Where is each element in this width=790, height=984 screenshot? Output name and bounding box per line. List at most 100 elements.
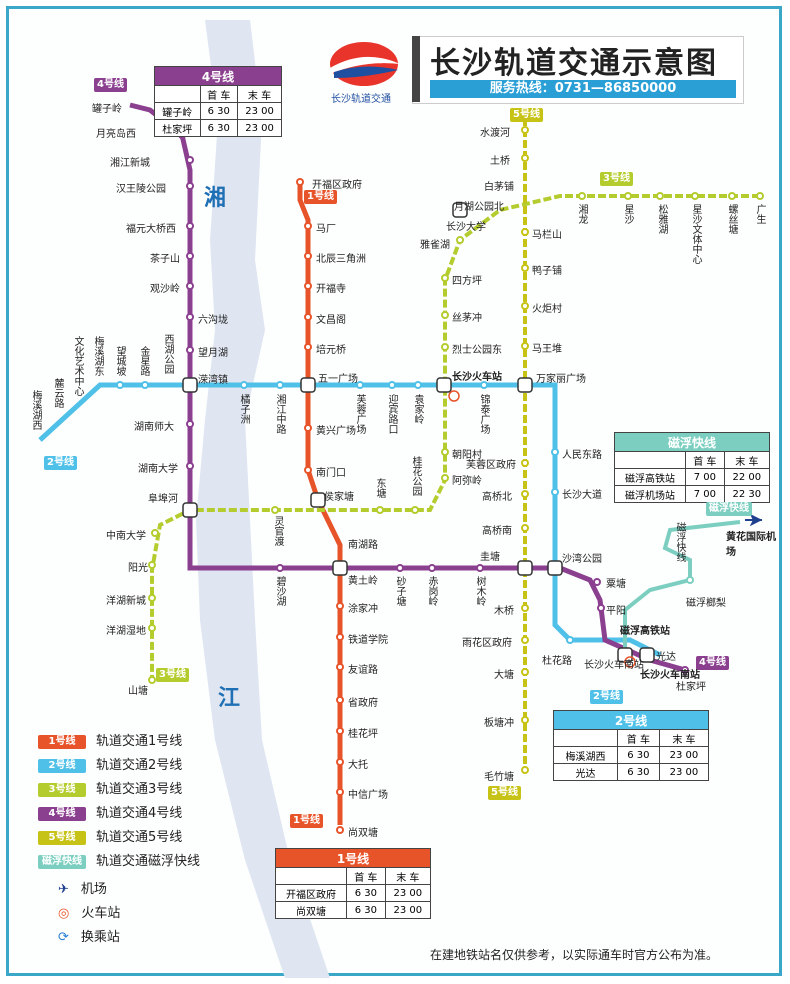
tt2-r0-last: 23 00	[658, 746, 710, 764]
river-char-jiang: 江	[218, 686, 241, 711]
station-label: 广生	[754, 204, 765, 224]
legend-label: 火车站	[81, 906, 121, 921]
station-label: 长沙大学	[446, 222, 486, 233]
river-char-xiang: 湘	[204, 186, 227, 211]
station-label: 金星路	[138, 346, 149, 376]
station-label: 火炬村	[532, 304, 562, 315]
timetable-line4-title: 4号线	[154, 66, 282, 86]
legend: 1号线轨道交通1号线 2号线轨道交通2号线 3号线轨道交通3号线 4号线轨道交通…	[38, 718, 238, 948]
timetable-line1-title: 1号线	[275, 848, 431, 868]
station-label: 长沙火车南站	[640, 670, 700, 681]
station-label: 星沙文体中心	[690, 204, 701, 264]
tt4-r1-station: 杜家坪	[154, 119, 201, 137]
line4-badge-east: 4号线	[696, 656, 729, 670]
tt2-r0-first: 6 30	[616, 746, 660, 764]
station-label: 西湖公园	[162, 334, 173, 374]
station-label: 鸭子铺	[532, 266, 562, 277]
legend-label: 轨道交通磁浮快线	[96, 854, 201, 869]
tt4-head-last: 末 车	[237, 85, 282, 103]
legend-label: 轨道交通2号线	[96, 758, 183, 773]
station-label: 南湖路	[348, 540, 378, 551]
legend-row: ◎火车站	[58, 902, 120, 924]
legend-row: 3号线轨道交通3号线	[38, 778, 182, 800]
tt2-r0-station: 梅溪湖西	[553, 746, 618, 764]
station-label: 中南大学	[106, 531, 146, 542]
legend-row: ⟳换乘站	[58, 926, 120, 948]
station-label: 水渡河	[480, 128, 510, 139]
station-label: 桂花公园	[410, 456, 421, 496]
ttm-r1-station: 磁浮机场站	[614, 485, 686, 503]
station-label: 开福寺	[316, 284, 346, 295]
station-label: 长沙大道	[562, 490, 602, 501]
legend-label: 轨道交通3号线	[96, 782, 183, 797]
station-label: 马王堆	[532, 344, 562, 355]
station-label: 平阳	[606, 606, 626, 617]
tt1-head-first: 首 车	[345, 867, 386, 885]
station-label: 圭塘	[480, 552, 500, 563]
station-label: 省政府	[348, 698, 378, 709]
station-label: 丝茅冲	[452, 313, 482, 324]
interchange-markers	[182, 202, 655, 663]
ttm-r0-station: 磁浮高铁站	[614, 468, 686, 486]
station-label: 灵官渡	[272, 516, 283, 546]
station-label: 高桥北	[482, 492, 512, 503]
legend-label: 轨道交通1号线	[96, 734, 183, 749]
station-label: 木桥	[494, 606, 514, 617]
station-label: 锦泰广场	[478, 394, 489, 434]
station-label: 汉王陵公园	[116, 184, 166, 195]
legend-swatch: 5号线	[38, 830, 86, 845]
airport-marker	[745, 513, 763, 527]
station-label: 人民东路	[562, 450, 602, 461]
maglev-badge: 磁浮快线	[706, 502, 752, 516]
tt1-r0-station: 开福区政府	[275, 884, 347, 902]
station-markers	[116, 126, 764, 834]
legend-row: 磁浮快线轨道交通磁浮快线	[38, 850, 200, 872]
station-label: 马厂	[316, 224, 336, 235]
station-label: 福元大桥西	[126, 224, 176, 235]
station-label: 侯家塘	[324, 492, 354, 503]
tt4-r0-last: 23 00	[237, 102, 282, 120]
legend-label: 轨道交通5号线	[96, 830, 183, 845]
timetable-maglev-title: 磁浮快线	[614, 432, 770, 452]
tt1-head-last: 末 车	[384, 867, 432, 885]
station-label: 涂家冲	[348, 604, 378, 615]
ttm-r1-first: 7 00	[684, 485, 725, 503]
legend-label: 机场	[80, 882, 107, 897]
station-label: 磁浮高铁站	[620, 626, 670, 637]
station-label: 望月湖	[198, 348, 228, 359]
station-label: 东塘	[374, 478, 385, 498]
line5-badge-north: 5号线	[510, 108, 543, 122]
station-label: 月亮岛西	[96, 129, 136, 140]
station-label: 磁浮榔梨	[686, 598, 726, 609]
station-label: 毛竹塘	[484, 772, 514, 783]
train-station-markers	[448, 390, 636, 668]
station-label: 阿弥岭	[452, 476, 482, 487]
station-label: 湘江中路	[274, 394, 285, 434]
line2-path	[38, 382, 662, 658]
line1-badge-north: 1号线	[304, 190, 337, 204]
station-label: 五一广场	[318, 374, 358, 385]
legend-swatch: 1号线	[38, 734, 86, 749]
airport-icon: ✈	[58, 882, 69, 897]
tt2-head-last: 末 车	[658, 729, 710, 747]
station-label: 文化艺术中心	[72, 336, 83, 396]
station-label: 芙蓉广场	[354, 394, 365, 434]
station-label: 罐子岭	[92, 104, 122, 115]
timetable-line2-title: 2号线	[553, 710, 709, 730]
station-label: 洋湖新城	[106, 596, 146, 607]
station-label: 赤岗岭	[426, 576, 437, 606]
ttm-r0-first: 7 00	[684, 468, 725, 486]
station-label: 溁湾镇	[198, 375, 228, 386]
station-label: 万家丽广场	[536, 374, 586, 385]
station-label: 培元桥	[316, 345, 346, 356]
line5-badge-south: 5号线	[488, 786, 521, 800]
station-label: 黄兴广场	[316, 426, 356, 437]
station-label: 梅溪湖东	[92, 336, 103, 376]
station-label: 桂花坪	[348, 729, 378, 740]
ttm-head-first: 首 车	[684, 451, 725, 469]
station-label: 开福区政府	[312, 180, 362, 191]
station-label: 朝阳村	[452, 450, 482, 461]
legend-swatch: 3号线	[38, 782, 86, 797]
